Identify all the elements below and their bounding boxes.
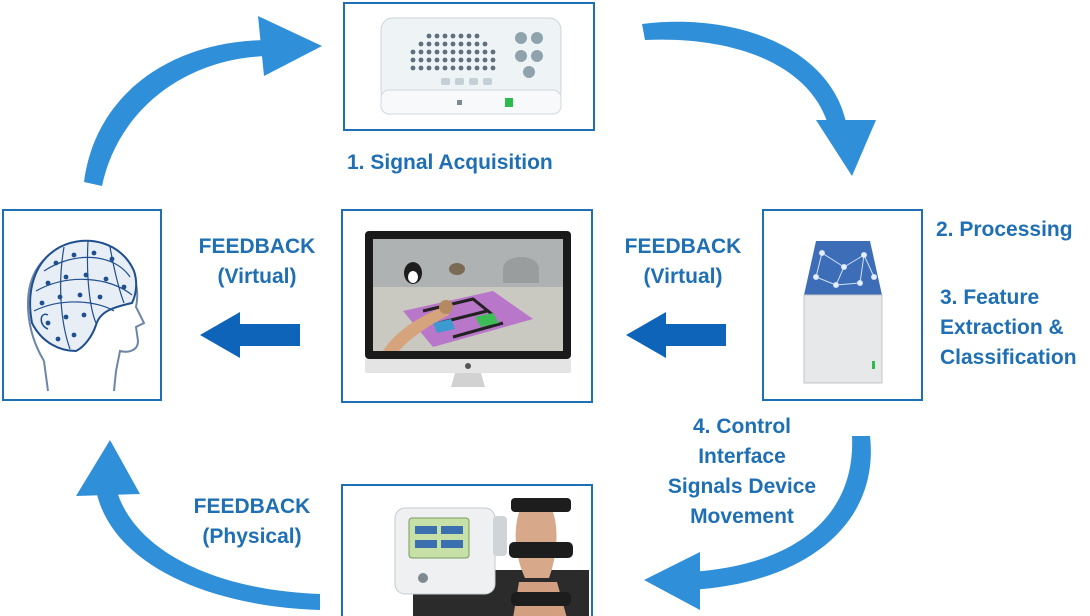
monitor-panel	[341, 209, 593, 403]
eeg-amplifier-icon	[380, 17, 562, 115]
step-3-label: 3. Feature Extraction & Classification	[940, 286, 1077, 369]
processing-panel	[762, 209, 923, 401]
head-panel	[2, 209, 162, 401]
robot-panel	[341, 484, 593, 616]
step-2-label: 2. Processing	[936, 218, 1073, 241]
arrow-processing-to-robot	[644, 436, 871, 610]
step-4-label: 4. Control Interface Signals Device Move…	[667, 415, 817, 528]
processing-unit-icon	[803, 241, 883, 384]
rehab-robot-icon	[394, 498, 589, 616]
eeg-cap-head-icon	[27, 239, 146, 392]
arrow-head-to-acquisition	[84, 16, 322, 186]
arrow-acquisition-to-processing	[642, 21, 876, 176]
feedback-virtual-right-label: FEEDBACK (Virtual)	[624, 235, 742, 288]
step-1-label: 1. Signal Acquisition	[347, 151, 553, 174]
feedback-virtual-mid-label: FEEDBACK (Virtual)	[198, 235, 316, 288]
arrow-feedback-monitor-to-head	[200, 312, 300, 358]
arrow-feedback-processing-to-monitor	[626, 312, 726, 358]
acquisition-device-panel	[343, 2, 595, 131]
monitor-icon	[365, 231, 571, 387]
feedback-physical-label: FEEDBACK (Physical)	[193, 495, 311, 548]
arrow-robot-to-head	[76, 440, 320, 610]
